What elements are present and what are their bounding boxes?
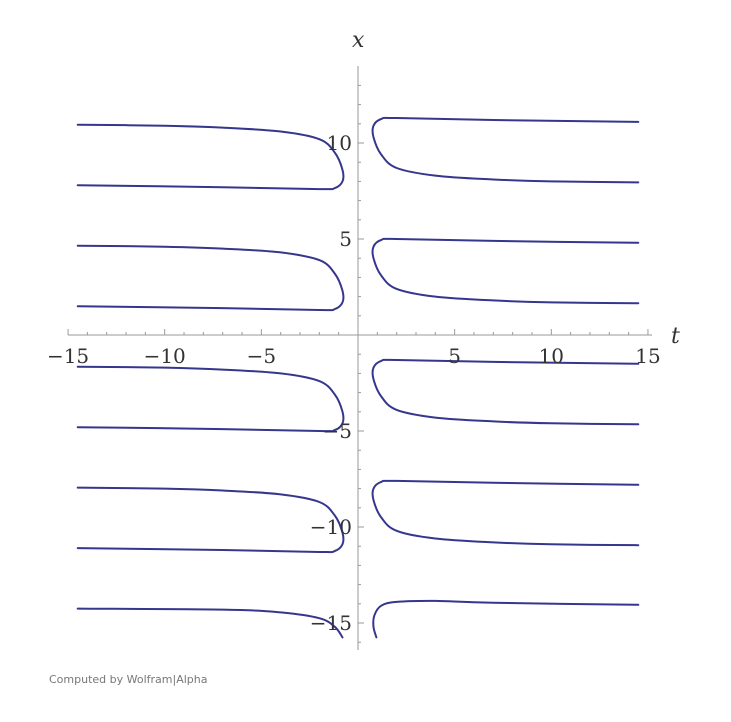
x-tick-label: −15 <box>47 344 89 368</box>
credit-text: Computed by Wolfram|Alpha <box>49 673 208 686</box>
curve-line <box>76 123 345 191</box>
curve-line <box>371 479 640 547</box>
curve-line <box>76 244 345 312</box>
curve-line <box>371 358 640 426</box>
curve-line <box>76 486 345 554</box>
axes <box>67 66 652 650</box>
y-tick-label: −15 <box>310 611 352 635</box>
y-tick-label: 5 <box>339 227 352 251</box>
y-tick-label: −10 <box>310 515 352 539</box>
curve-line <box>371 116 640 184</box>
curve-line <box>76 365 345 433</box>
y-tick-label: 10 <box>327 131 352 155</box>
x-tick-label: −10 <box>144 344 186 368</box>
x-tick-label: −5 <box>247 344 276 368</box>
curve-line <box>371 237 640 305</box>
curve-line <box>372 599 640 639</box>
y-tick-label: −5 <box>323 419 352 443</box>
tick-labels: −15 −10 −5 5 10 15 −15 −10 −5 5 10 t x <box>47 28 680 635</box>
x-axis-label: t <box>671 324 680 349</box>
x-tick-label: 10 <box>539 344 564 368</box>
curves <box>76 116 640 639</box>
curve-line <box>76 607 344 639</box>
y-axis-label: x <box>352 28 365 53</box>
x-tick-label: 15 <box>635 344 660 368</box>
x-tick-label: 5 <box>448 344 461 368</box>
